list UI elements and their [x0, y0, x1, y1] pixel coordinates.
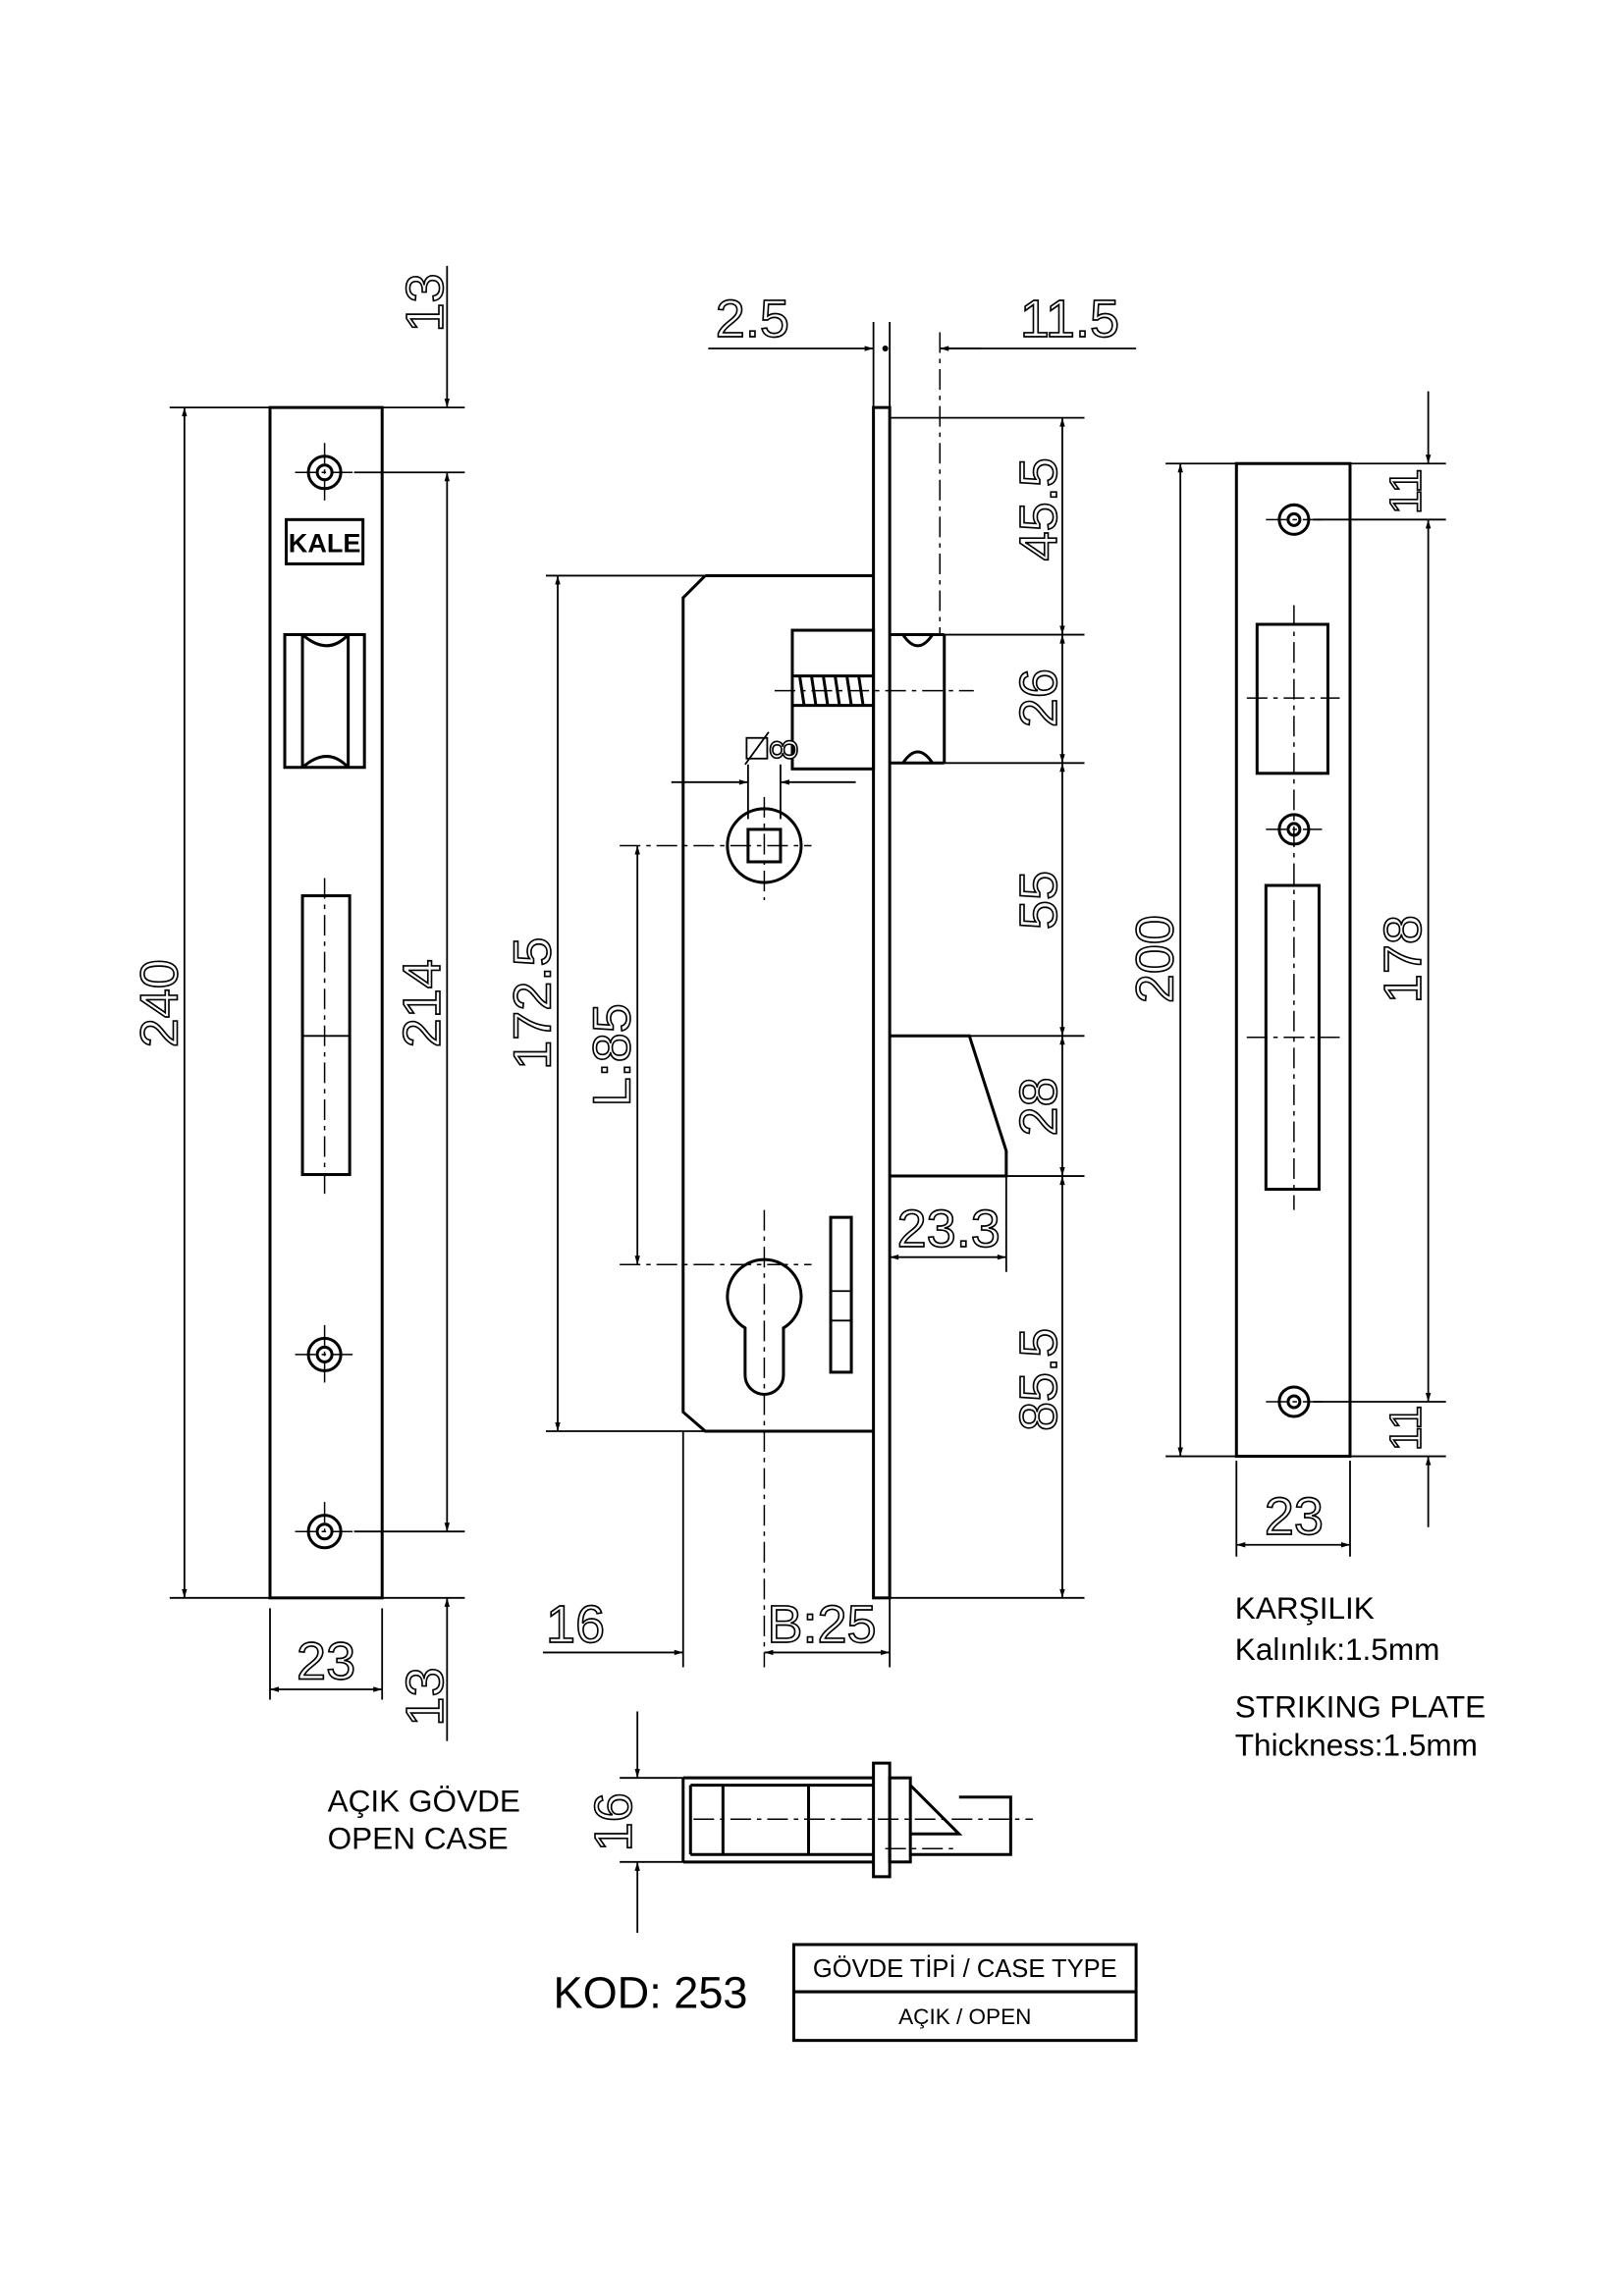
front-view-dimensions: 240 214 13 13 23	[130, 265, 465, 1741]
dim-85-5: 85.5	[1009, 1328, 1068, 1431]
case-type-table: GÖVDE TİPİ / CASE TYPE AÇIK / OPEN	[791, 1943, 1138, 2043]
open-case-label-en: OPEN CASE	[328, 1820, 509, 1855]
striking-plate-thickness-en: Thickness:1.5mm	[1235, 1728, 1478, 1763]
dim-13-bottom: 13	[396, 1667, 455, 1726]
dim-b25: B:25	[767, 1595, 876, 1654]
case-type-header: GÖVDE TİPİ / CASE TYPE	[813, 1954, 1117, 1983]
side-view-lock-body	[620, 332, 1008, 1668]
dim-172-5: 172.5	[504, 937, 563, 1070]
dim-214: 214	[393, 959, 452, 1047]
open-case-label-tr: AÇIK GÖVDE	[328, 1784, 520, 1819]
dim-11-bottom: 11	[1380, 1406, 1431, 1452]
dim-55: 55	[1009, 871, 1068, 930]
dim-200: 200	[1126, 915, 1185, 1003]
dim-23-front: 23	[297, 1631, 355, 1690]
dim-28: 28	[1009, 1077, 1068, 1136]
striking-plate	[1234, 461, 1352, 1459]
side-view-dimensions: 2.5 11.5 172.5 L:85 8 45.5 26 55 28 85.5…	[503, 289, 1137, 1668]
dim-26: 26	[1009, 668, 1068, 727]
striking-plate-label-en: STRIKING PLATE	[1235, 1689, 1486, 1725]
front-view-faceplate: KALE	[268, 405, 384, 1600]
striking-plate-thickness-tr: Kalınlık:1.5mm	[1235, 1631, 1440, 1667]
dim-2-5: 2.5	[716, 290, 789, 348]
dim-178: 178	[1374, 915, 1433, 1003]
case-type-value: AÇIK / OPEN	[898, 2004, 1031, 2029]
open-case-top-view: 16	[583, 1711, 1033, 1933]
kale-logo: KALE	[285, 517, 365, 565]
dim-23-3: 23.3	[897, 1200, 1001, 1258]
striking-plate-dimensions: 200 178 11 11 23	[1125, 391, 1446, 1557]
dim-16: 16	[546, 1595, 605, 1654]
dim-11-top: 11	[1380, 468, 1431, 514]
dim-8: 8	[763, 739, 805, 761]
product-code: KOD: 253	[554, 1968, 748, 2018]
dim-23-strike: 23	[1265, 1487, 1324, 1546]
dim-13-top: 13	[396, 273, 455, 332]
dim-16-open-case: 16	[584, 1792, 643, 1851]
striking-plate-label-tr: KARŞILIK	[1235, 1590, 1375, 1626]
cylinder-hole-icon	[726, 1257, 803, 1396]
svg-text:KALE: KALE	[289, 528, 361, 558]
dim-45-5: 45.5	[1009, 457, 1068, 561]
dim-l85: L:85	[583, 1003, 642, 1106]
square-symbol-icon	[744, 731, 770, 766]
dim-11-5: 11.5	[1020, 290, 1119, 348]
dim-240: 240	[130, 959, 189, 1047]
